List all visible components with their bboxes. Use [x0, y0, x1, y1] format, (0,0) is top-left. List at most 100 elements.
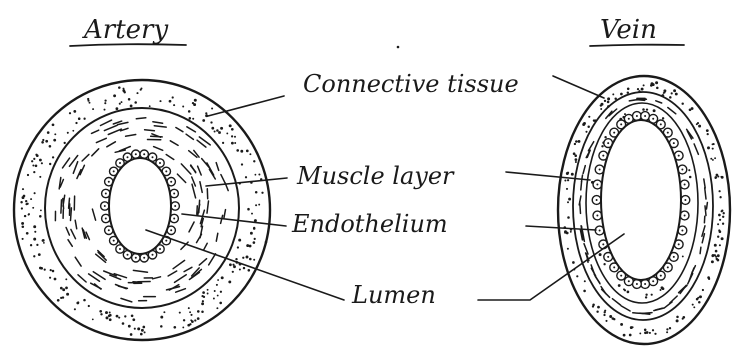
vein-lumen: [601, 120, 681, 280]
connective-dot: [251, 213, 253, 215]
connective-dot: [83, 118, 85, 120]
connective-dot: [222, 142, 224, 144]
muscle-dash: [68, 240, 72, 247]
connective-dot: [716, 174, 719, 177]
vein-title: Vein: [600, 15, 657, 45]
connective-dot: [39, 267, 42, 270]
connective-dot: [638, 90, 640, 92]
connective-dot: [159, 100, 161, 102]
connective-dot: [255, 191, 258, 194]
muscle-dash: [643, 313, 652, 314]
muscle-dash: [126, 135, 136, 137]
connective-dot: [122, 322, 125, 325]
connective-dot: [564, 179, 566, 181]
connective-dot: [163, 311, 165, 313]
muscle-dash: [580, 202, 581, 214]
connective-dot: [567, 248, 569, 250]
connective-dot: [226, 132, 228, 134]
muscle-dash: [82, 154, 89, 161]
connective-dot: [109, 318, 112, 321]
endothelium-label: Endothelium: [291, 210, 448, 238]
connective-dot: [567, 179, 569, 181]
connective-dot: [238, 239, 241, 242]
connective-dot: [69, 112, 71, 114]
connective-dot: [183, 319, 185, 321]
connective-dot: [671, 92, 673, 94]
muscle-dash: [153, 277, 161, 279]
connective-dot: [588, 116, 590, 118]
muscle-dash: [73, 162, 77, 174]
endothelial-nucleus: [652, 280, 654, 282]
connective-dot: [26, 232, 29, 235]
connective-dot: [594, 119, 597, 122]
endothelial-nucleus: [599, 230, 601, 232]
muscle-dash: [189, 222, 194, 232]
connective-dot: [47, 131, 50, 134]
connective-dot: [714, 244, 717, 247]
connective-dot: [66, 293, 69, 296]
endothelial-nucleus: [174, 205, 176, 207]
muscle-dash: [133, 270, 147, 272]
connective-dot: [234, 142, 236, 144]
muscle-dash: [154, 126, 166, 127]
connective-dot: [620, 93, 623, 96]
endothelial-nucleus: [636, 283, 638, 285]
connective-dot: [699, 295, 702, 298]
muscle-dash: [583, 166, 585, 174]
endothelial-nucleus: [159, 162, 161, 164]
connective-dot: [721, 237, 724, 240]
connective-dot: [253, 241, 256, 244]
artery-cross-section: [14, 80, 270, 340]
connective-dot: [247, 208, 250, 211]
endothelial-nucleus: [660, 275, 662, 277]
endothelial-nucleus: [596, 184, 598, 186]
muscle-leader-right: [506, 172, 590, 180]
connective-dot: [714, 157, 716, 159]
connective-dot: [604, 311, 606, 313]
endothelial-nucleus: [613, 132, 615, 134]
connective-dot: [612, 317, 615, 320]
connective-dot: [722, 223, 724, 225]
connective-dot: [73, 110, 76, 113]
connective-dot: [607, 101, 610, 104]
connective-dot: [30, 198, 32, 200]
muscle-dash: [108, 129, 121, 134]
connective-dot: [74, 308, 76, 310]
connective-dot: [173, 104, 175, 106]
connective-dot: [614, 98, 616, 100]
connective-dot: [663, 89, 666, 92]
muscle-dash: [71, 208, 72, 221]
connective-dot: [31, 160, 33, 162]
muscle-dash: [63, 158, 70, 168]
connective-dot: [585, 131, 587, 133]
connective-dot: [570, 231, 572, 233]
connective-dot: [130, 105, 133, 108]
connective-dot: [643, 84, 645, 86]
connective-dot: [693, 306, 695, 308]
connective-dot: [88, 305, 90, 307]
connective-dot: [574, 154, 577, 157]
connective-dot: [253, 227, 256, 230]
endothelial-nucleus: [620, 275, 622, 277]
endothelial-nucleus: [143, 257, 145, 259]
connective-dot: [246, 150, 249, 153]
connective-dot: [149, 105, 151, 107]
connective-dot: [187, 324, 190, 327]
connective-dot: [688, 169, 690, 171]
muscle-dash: [204, 243, 208, 250]
connective-dot: [682, 316, 685, 319]
connective-dot: [645, 294, 647, 296]
connective-dot: [214, 290, 216, 292]
endothelial-nucleus: [173, 218, 175, 220]
connective-dot: [137, 327, 140, 330]
connective-dot: [62, 288, 65, 291]
connective-dot: [202, 300, 204, 302]
connective-dot: [182, 106, 184, 108]
endothelial-nucleus: [104, 205, 106, 207]
connective-dot: [124, 315, 126, 317]
connective-dot: [52, 270, 55, 273]
artery-title-underline: [70, 44, 186, 46]
connective-dot: [574, 143, 576, 145]
connective-dot: [712, 159, 714, 161]
connective-dot: [607, 97, 610, 100]
